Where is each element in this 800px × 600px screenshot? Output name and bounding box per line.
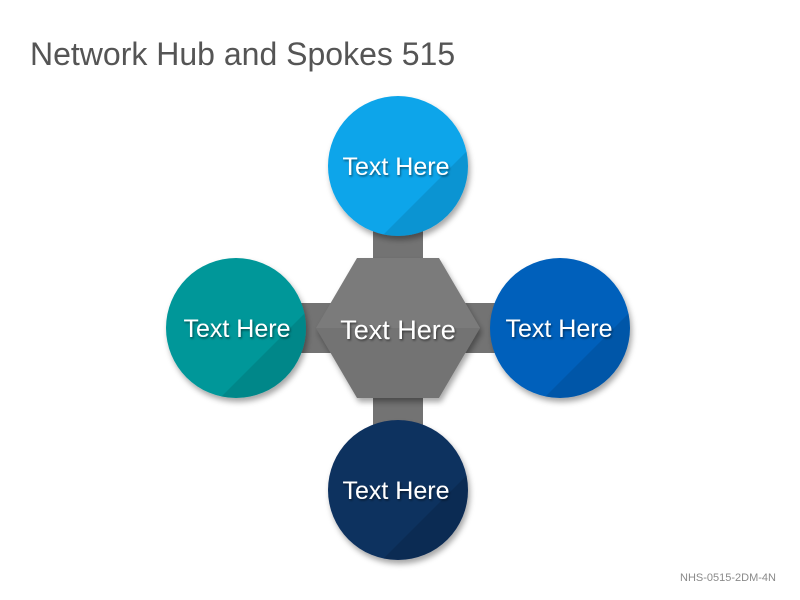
spoke-node-right: Text Here xyxy=(490,258,630,398)
spoke-shade-right xyxy=(490,260,630,398)
spoke-circle-bottom xyxy=(328,420,468,560)
spoke-label-bottom: Text Here xyxy=(343,477,450,505)
hub-label: Text Here xyxy=(340,315,456,345)
hub-hexagon-shade xyxy=(316,258,480,328)
slide-title: Network Hub and Spokes 515 xyxy=(30,36,456,72)
hub-hexagon xyxy=(316,258,480,398)
hub-node: Text Here xyxy=(316,258,480,398)
spoke-shade-top xyxy=(328,98,468,236)
spoke-node-bottom: Text Here xyxy=(328,420,468,560)
spoke-shade-left xyxy=(166,260,306,398)
spoke-label-right: Text Here xyxy=(506,315,613,343)
slide-code: NHS-0515-2DM-4N xyxy=(680,572,776,584)
spoke-circle-top xyxy=(328,96,468,236)
spoke-shade-bottom xyxy=(328,422,468,560)
spoke-node-left: Text Here xyxy=(166,258,306,398)
spoke-label-left: Text Here xyxy=(184,315,291,343)
spoke-circle-right xyxy=(490,258,630,398)
spoke-node-top: Text Here xyxy=(328,96,468,236)
spoke-circle-left xyxy=(166,258,306,398)
spoke-label-top: Text Here xyxy=(343,153,450,181)
